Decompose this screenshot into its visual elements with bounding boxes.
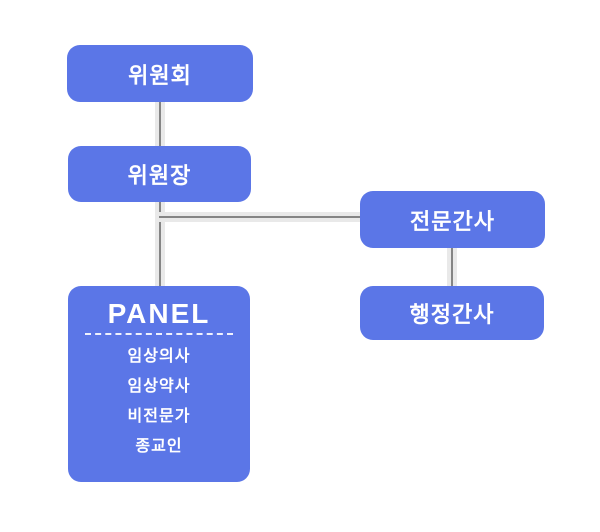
node-professional-secretary-label: 전문간사 xyxy=(410,208,495,234)
panel-member: 임상의사 xyxy=(127,348,191,365)
edge-chairperson-panel xyxy=(159,202,161,286)
node-chairperson-label: 위원장 xyxy=(127,163,192,188)
edge-chairperson-professional-secretary xyxy=(159,216,361,218)
edge-committee-chairperson xyxy=(159,102,161,146)
node-chairperson: 위원장 xyxy=(68,146,251,202)
edge-professional-administrative-secretary xyxy=(451,248,453,286)
node-committee-label: 위원회 xyxy=(128,62,192,88)
node-committee: 위원회 xyxy=(67,45,253,102)
node-administrative-secretary: 행정간사 xyxy=(360,286,544,340)
panel-member: 임상약사 xyxy=(127,378,191,395)
node-professional-secretary: 전문간사 xyxy=(360,191,545,248)
node-panel: PANEL 임상의사 임상약사 비전문가 종교인 xyxy=(68,286,250,482)
panel-member: 비전문가 xyxy=(127,408,191,425)
panel-title: PANEL xyxy=(107,298,211,329)
panel-member: 종교인 xyxy=(135,438,183,455)
node-administrative-secretary-label: 행정간사 xyxy=(409,302,495,327)
panel-member-list: 임상의사 임상약사 비전문가 종교인 xyxy=(128,342,191,462)
panel-divider xyxy=(85,333,233,335)
